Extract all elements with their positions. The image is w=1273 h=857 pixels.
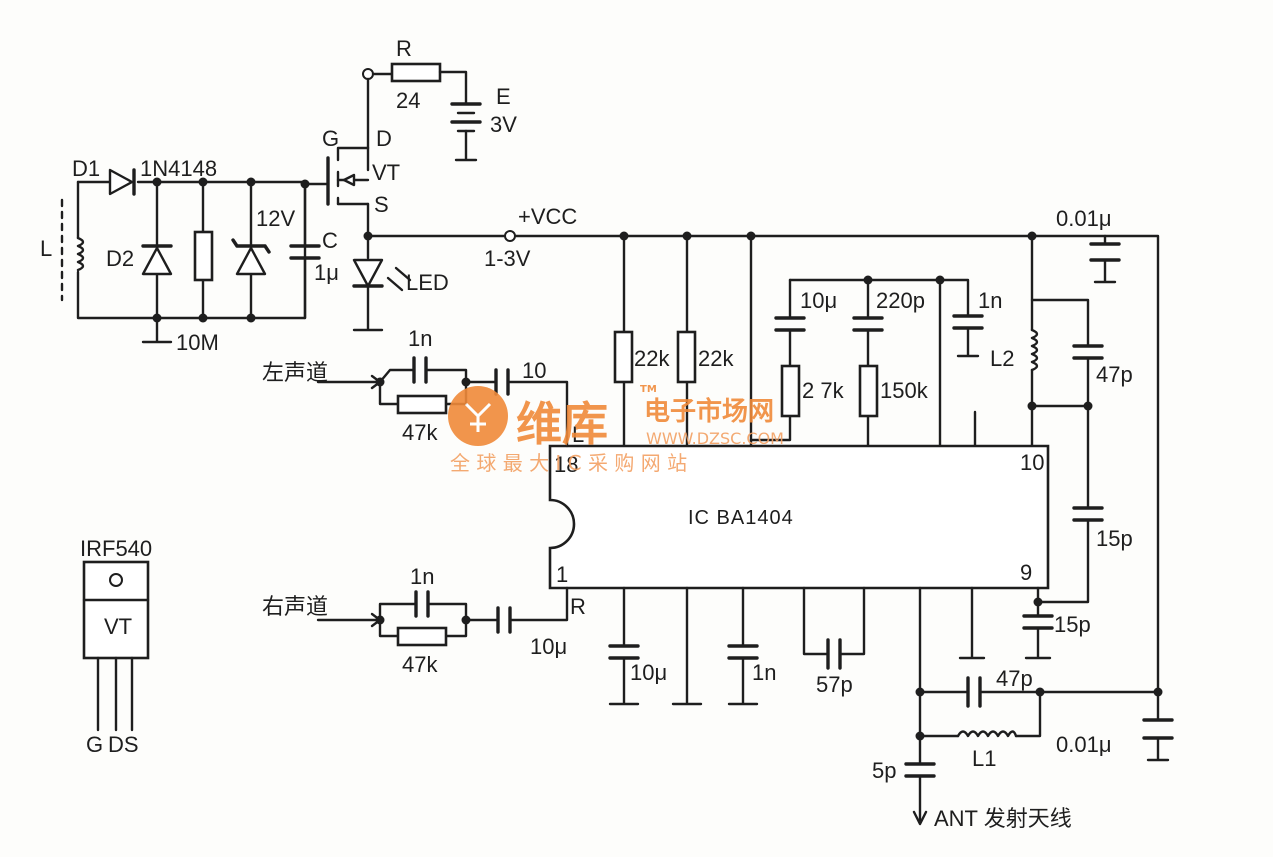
label-c001-bot: 0.01μ <box>1056 732 1112 757</box>
watermark-tm: TM <box>640 384 657 395</box>
label-c1n-r: 1n <box>410 564 434 589</box>
label-e-val: 3V <box>490 112 517 137</box>
label-c1n-a: 1n <box>978 288 1002 313</box>
label-pin10: 10 <box>1020 450 1044 475</box>
vcc-terminal <box>504 230 516 242</box>
label-l: L <box>40 236 52 261</box>
irf540-package <box>82 560 150 732</box>
label-r47k-r: 47k <box>402 652 438 677</box>
ic-label: IC BA1404 <box>688 507 794 529</box>
label-c-val: 1μ <box>314 260 339 285</box>
watermark-url: WWW.DZSC.COM <box>646 429 784 448</box>
label-vt: VT <box>372 160 400 185</box>
label-left-channel: 左声道 <box>262 360 328 385</box>
ic-ba1404 <box>548 444 1050 590</box>
label-zener: 12V <box>256 206 295 231</box>
label-c10u-r: 10μ <box>530 634 567 659</box>
diode-d1 <box>108 168 134 196</box>
filter-network <box>749 275 984 448</box>
watermark-slogan: 全 球 最 大 I C 采 购 网 站 <box>450 451 687 475</box>
label-c5p: 5p <box>872 758 896 783</box>
label-d1-part: 1N4148 <box>140 156 217 181</box>
zener-12v <box>235 246 267 276</box>
watermark: 维库 电子市场网 TM WWW.DZSC.COM 全 球 最 大 I C 采 购… <box>448 384 784 475</box>
label-d2: D2 <box>106 246 134 271</box>
label-10m: 10M <box>176 330 219 355</box>
labels: R 24 E 3V G D VT S D1 1N4148 D2 L 12V C … <box>40 36 1133 831</box>
battery-switch-section <box>303 62 482 238</box>
tank-l2 <box>1027 234 1104 604</box>
led-indicator <box>352 231 412 332</box>
right-channel-input <box>316 586 569 647</box>
label-right-channel: 右声道 <box>262 594 328 619</box>
label-c47p-a: 47p <box>1096 362 1133 387</box>
label-pin-l: L <box>572 422 584 447</box>
label-pkg-g: G <box>86 732 103 757</box>
label-c: C <box>322 228 338 253</box>
terminal-top <box>362 68 374 80</box>
label-ant: ANT 发射天线 <box>934 806 1072 831</box>
label-pin1: 1 <box>556 562 568 587</box>
battery-e <box>450 102 482 162</box>
watermark-brand: 维库 <box>516 397 608 451</box>
resistor-r <box>390 62 442 83</box>
label-r: R <box>396 36 412 61</box>
label-g: G <box>322 126 339 151</box>
label-s: S <box>374 192 389 217</box>
label-c10u-b: 10μ <box>630 660 667 685</box>
label-l1: L1 <box>972 746 996 771</box>
resistor-10m <box>193 230 214 282</box>
label-c15p-b: 15p <box>1054 612 1091 637</box>
label-led: LED <box>406 270 449 295</box>
label-r22k-b: 22k <box>698 346 734 371</box>
label-c47p-b: 47p <box>996 666 1033 691</box>
label-r-val: 24 <box>396 88 420 113</box>
label-c10u-a: 10μ <box>800 288 837 313</box>
label-c15p-a: 15p <box>1096 526 1133 551</box>
label-pkg-part: IRF540 <box>80 536 152 561</box>
label-r47k-l: 47k <box>402 420 438 445</box>
resistor-22k-a <box>613 330 634 384</box>
label-c10-l: 10 <box>522 358 546 383</box>
label-r150k: 150k <box>880 378 929 403</box>
left-channel-input <box>316 356 569 448</box>
label-pin9: 9 <box>1020 560 1032 585</box>
label-c1n-b: 1n <box>752 660 776 685</box>
label-r2-7k: 2 7k <box>802 378 845 403</box>
label-d1: D1 <box>72 156 100 181</box>
label-pkg-vt: VT <box>104 614 132 639</box>
bottom-network <box>608 586 1174 826</box>
mosfet-vt <box>303 146 370 238</box>
coil-l <box>76 236 85 272</box>
label-vcc: +VCC <box>518 204 577 229</box>
label-c001-top: 0.01μ <box>1056 206 1112 231</box>
label-l2: L2 <box>990 346 1014 371</box>
label-vcc-range: 1-3V <box>484 246 531 271</box>
label-r22k-a: 22k <box>634 346 670 371</box>
label-c57p: 57p <box>816 672 853 697</box>
label-e: E <box>496 84 511 109</box>
label-c1n-l: 1n <box>408 326 432 351</box>
label-d: D <box>376 126 392 151</box>
resistor-22k-b <box>676 330 697 384</box>
diode-d2 <box>141 246 173 276</box>
vcc-bus <box>366 234 1160 692</box>
capacitor-c <box>289 244 321 260</box>
label-pkg-ds: DS <box>108 732 139 757</box>
rectifier-section <box>60 168 321 344</box>
watermark-brand-sub: 电子市场网 <box>644 396 774 427</box>
capacitor-001-top <box>1089 242 1121 262</box>
label-pin-r: R <box>570 594 586 619</box>
label-pin18: 18 <box>554 452 578 477</box>
label-c220p: 220p <box>876 288 925 313</box>
